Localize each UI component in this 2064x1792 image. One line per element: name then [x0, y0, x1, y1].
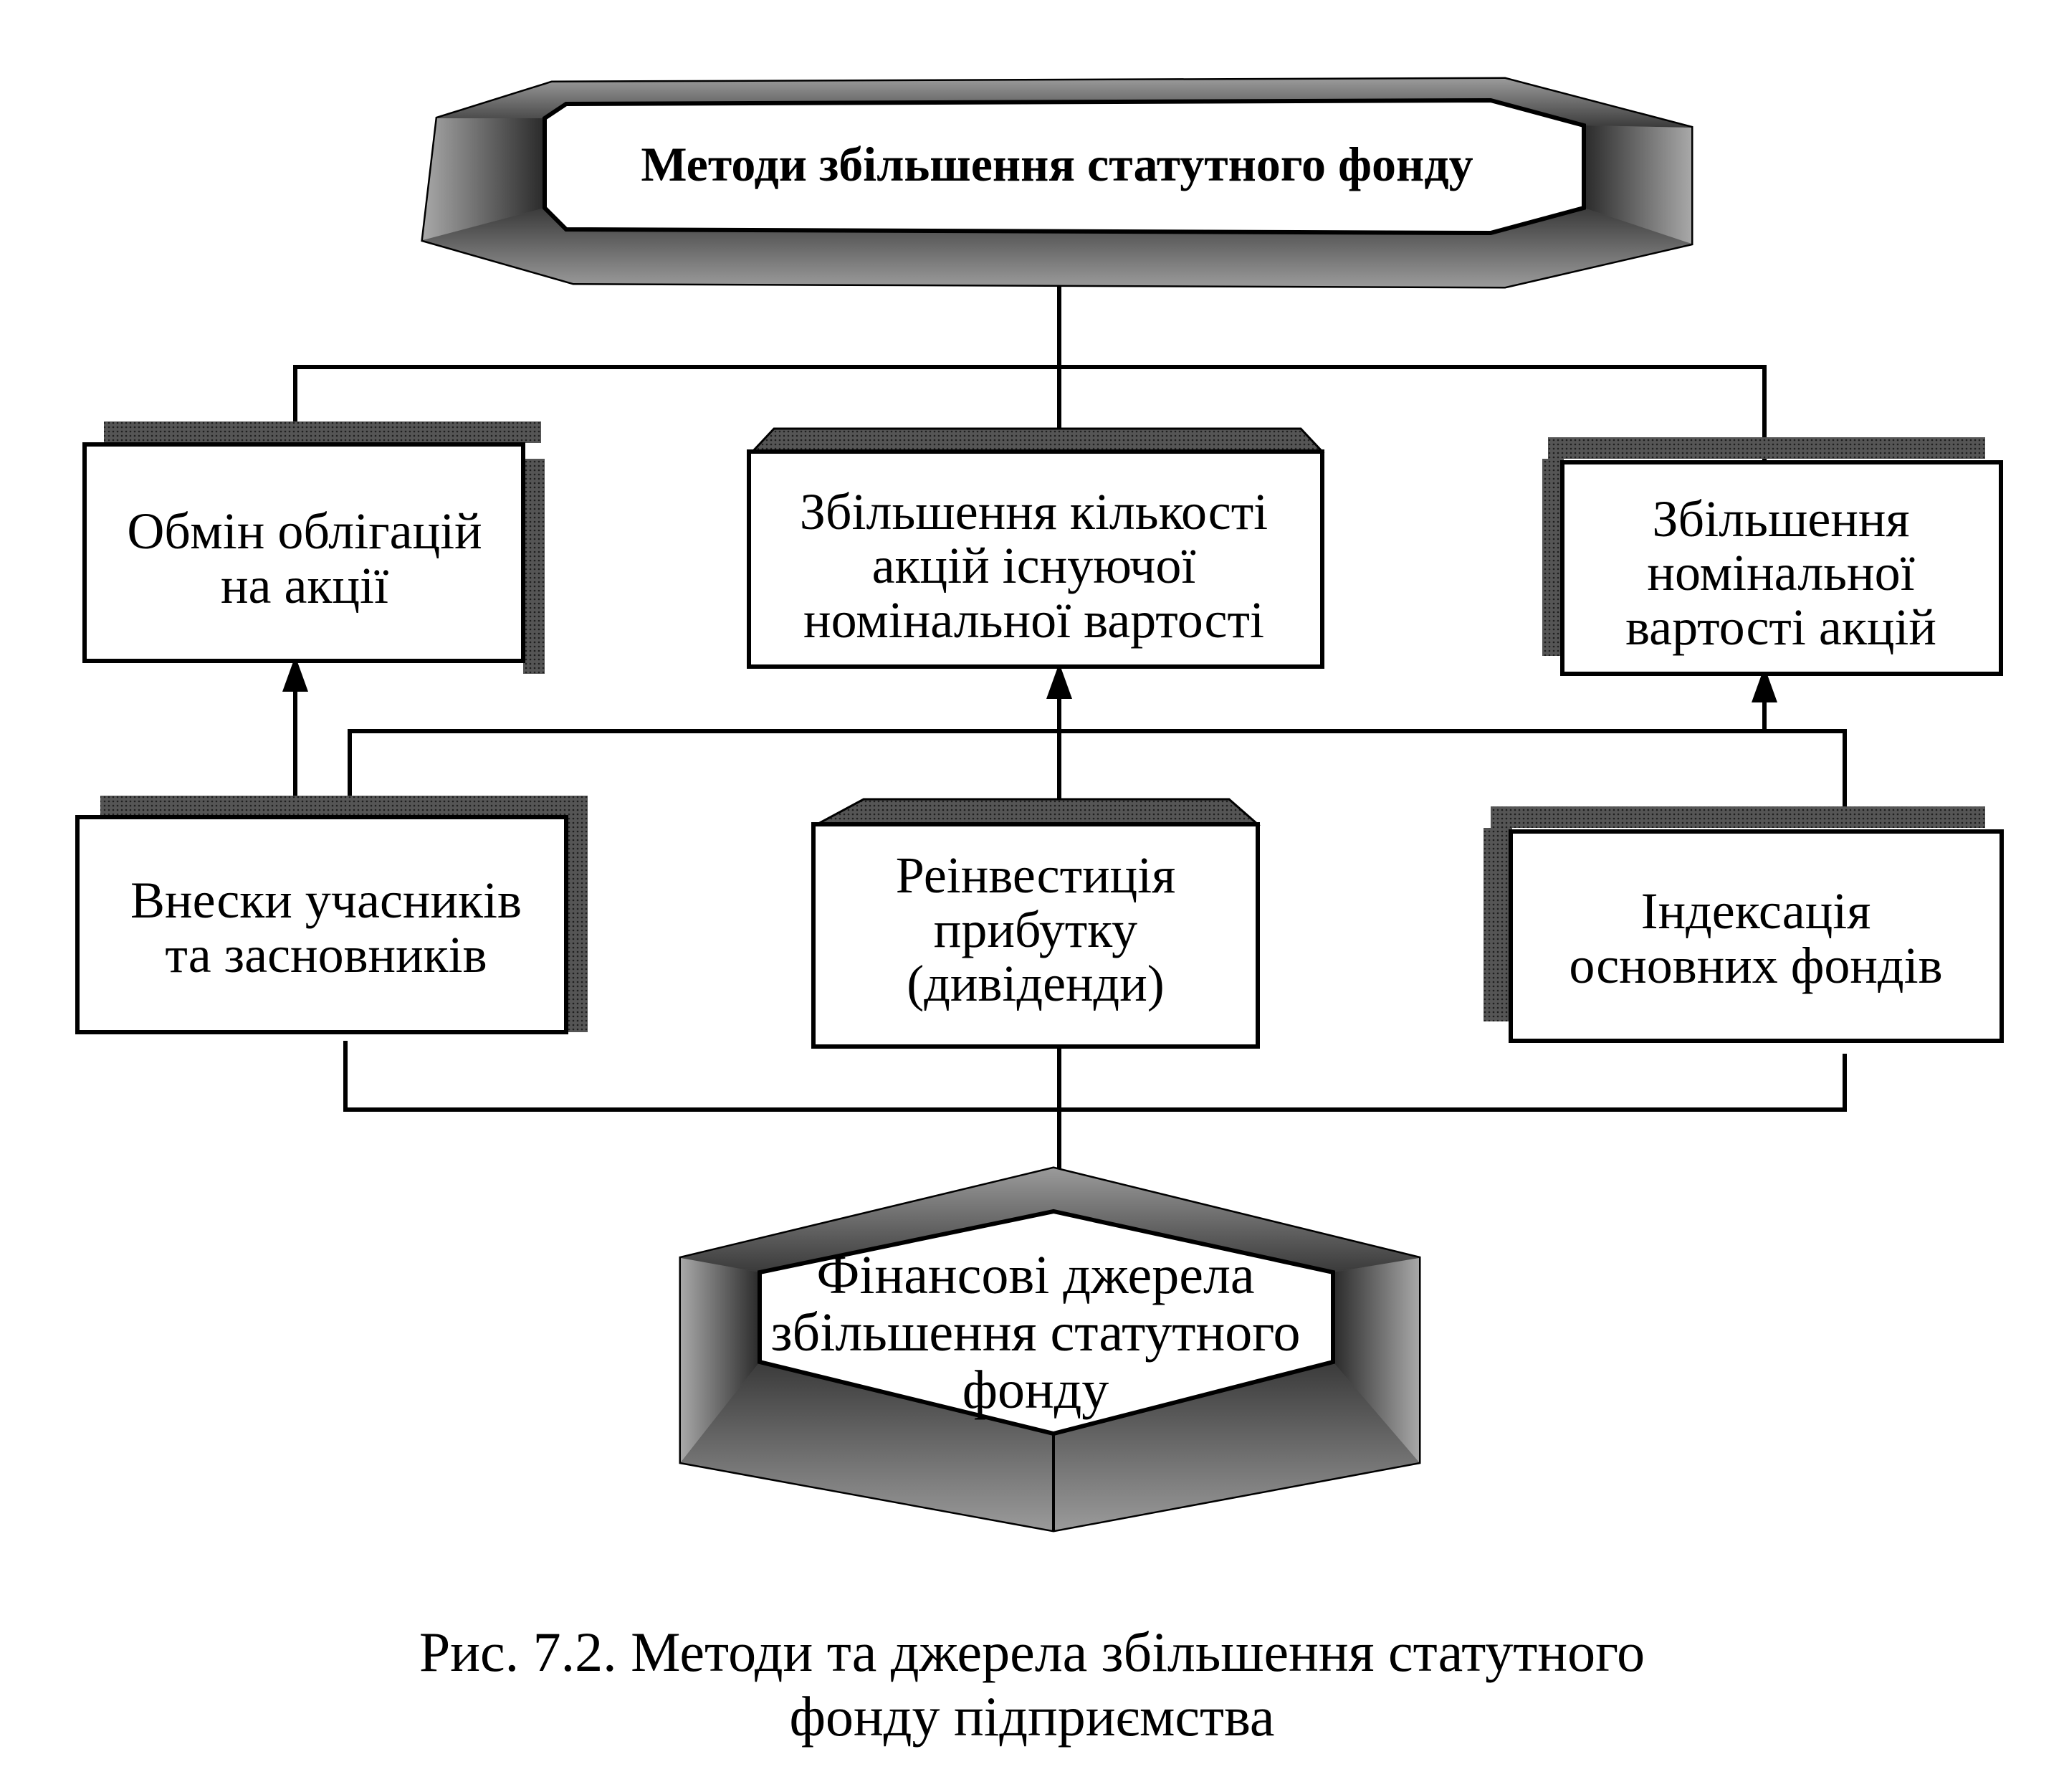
method-box-exchange	[82, 421, 545, 674]
method-box-nominal	[1542, 437, 2003, 676]
connector-lower-bus	[343, 1041, 1847, 1112]
method-box-quantity	[747, 427, 1325, 669]
method-exchange-label: Обмін облігацій на акції	[127, 502, 482, 614]
method-nominal-label: Збільшення номінальної вартості акцій	[1625, 490, 1936, 656]
connectors	[293, 285, 1847, 1176]
method-quantity-label: Збільшення кількості акцій існуючої номі…	[799, 482, 1268, 649]
arrowhead-quantity	[1046, 663, 1072, 699]
figure-caption: Рис. 7.2. Методи та джерела збільшення с…	[215, 1620, 1849, 1748]
sources-banner-label: Фінансові джерела збільшення статутного …	[770, 1245, 1301, 1420]
source-box-indexation	[1484, 806, 2004, 1043]
diagram-title: Методи збільшення статутного фонду	[641, 137, 1473, 192]
connector-upper-bus	[293, 365, 1767, 466]
caption-line-2: фонду підприємства	[789, 1684, 1275, 1748]
source-box-reinvest	[811, 798, 1261, 1049]
source-reinvest-label: Реінвестиція прибутку (дивіденди)	[895, 847, 1176, 1013]
source-contrib-label: Внески учасників та засновників	[130, 872, 522, 983]
arrowhead-nominal	[1752, 667, 1777, 702]
arrowhead-exchange	[282, 656, 308, 692]
arrowheads	[282, 656, 1777, 702]
source-box-contrib	[75, 796, 588, 1034]
sources-banner	[679, 1166, 1421, 1533]
connector-middle-bus	[348, 729, 1847, 806]
title-banner	[421, 77, 1693, 289]
source-indexation-label: Індексація основних фондів	[1569, 882, 1943, 994]
caption-line-1: Рис. 7.2. Методи та джерела збільшення с…	[419, 1621, 1645, 1683]
